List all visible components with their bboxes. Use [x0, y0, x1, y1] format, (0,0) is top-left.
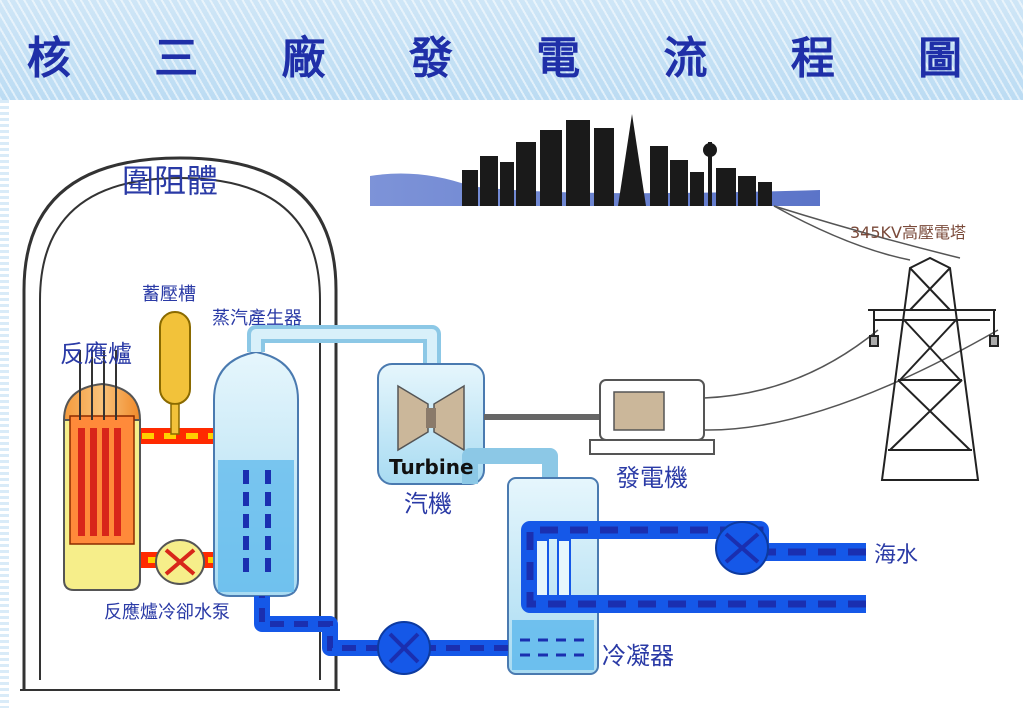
- left-decorative-edge: [0, 100, 9, 708]
- steam-generator: [213, 350, 299, 597]
- transmission-line: [703, 329, 879, 399]
- turbine-zh-label: 汽機: [404, 490, 452, 518]
- pressurizer: [159, 311, 191, 435]
- containment-label: 圍阻體: [122, 162, 218, 200]
- transmission-tower-label: 345KV高壓電塔: [850, 223, 966, 242]
- turbine-en-label: Turbine: [389, 455, 474, 479]
- seawater-pump: [715, 521, 769, 575]
- pump-icon: [388, 632, 420, 664]
- seawater-label: 海水: [874, 543, 918, 568]
- condenser-label: 冷凝器: [602, 642, 674, 670]
- turbine-exhaust-pipe: [462, 448, 558, 484]
- transmission-line: [773, 205, 911, 261]
- pump-icon: [164, 548, 196, 576]
- condenser-tube: [557, 539, 571, 597]
- generator-label: 發電機: [616, 464, 688, 492]
- transmission-line: [703, 329, 999, 431]
- pressurizer-label: 蓄壓槽: [142, 284, 196, 305]
- containment-building-outer: [22, 156, 338, 690]
- feedwater-pump: [377, 621, 431, 675]
- transmission-tower: [868, 256, 999, 481]
- reactor-coolant-pump: [155, 539, 205, 585]
- reactor-coolant-pump-label: 反應爐冷卻水泵: [104, 601, 230, 623]
- transmission-line: [773, 205, 961, 259]
- reactor-vessel: [62, 350, 142, 591]
- city-skyline: [370, 114, 820, 206]
- pump-icon: [724, 532, 760, 564]
- reactor-label: 反應爐: [60, 340, 132, 368]
- steam-generator-label: 蒸汽產生器: [212, 308, 302, 329]
- title-banner: [0, 0, 1023, 100]
- turbine: [377, 363, 485, 485]
- containment-building-inner: [39, 176, 321, 680]
- condenser-tube: [535, 539, 549, 597]
- generator: [589, 379, 715, 455]
- page-title: 核 三 廠 發 電 流 程 圖: [26, 33, 997, 84]
